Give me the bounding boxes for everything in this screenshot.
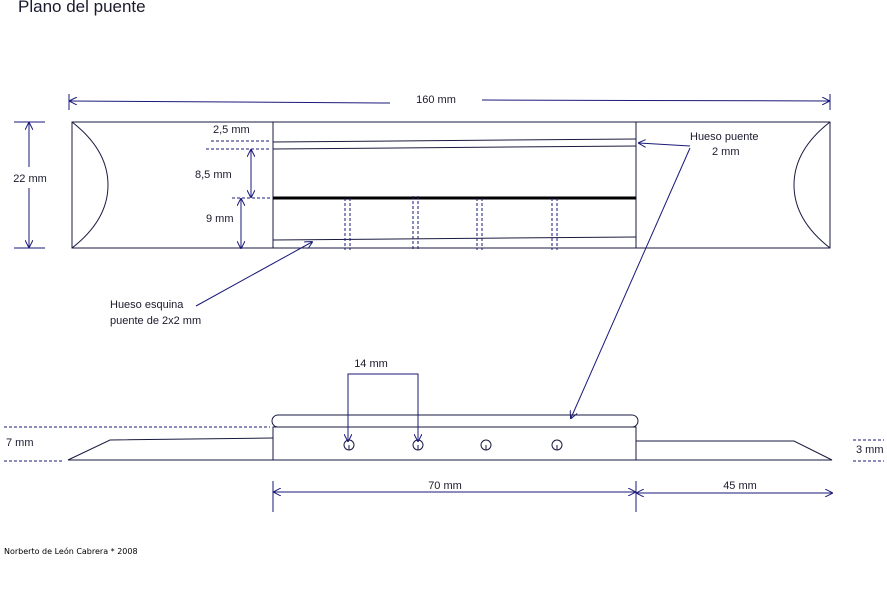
dim-7-label: 7 mm (6, 437, 34, 449)
corner-bone-leader (195, 242, 312, 307)
side-left-wing (67, 437, 274, 461)
dim-8-5-label: 8,5 mm (195, 169, 232, 181)
left-wing-curve (71, 121, 109, 249)
saddle-line-bottom (272, 145, 637, 150)
dim-160-line-left (70, 101, 391, 103)
bridge-outline (71, 121, 831, 249)
dim-160-line-right (481, 100, 829, 101)
dim-14-bracket (347, 373, 419, 440)
dim-45-label: 45 mm (723, 480, 757, 492)
page-title: Plano del puente (18, 0, 146, 16)
side-saddle (271, 414, 639, 428)
string-holes-top (344, 196, 558, 250)
corner-bone-line (272, 236, 637, 241)
corner-bone-label-2: puente de 2x2 mm (110, 315, 201, 327)
dim-160-label: 160 mm (416, 94, 456, 106)
dim-2-5-label: 2,5 mm (213, 124, 250, 136)
top-view: 160 mm 22 mm 2,5 mm 8,5 mm 9 mm Hueso pu… (13, 94, 831, 418)
side-right-wing (636, 440, 833, 461)
dim-14-label: 14 mm (354, 358, 388, 370)
bone-bridge-leader-top (639, 143, 691, 146)
bone-bridge-label-2: 2 mm (712, 146, 740, 158)
dim-3-label: 3 mm (856, 444, 884, 456)
right-wing-curve (793, 121, 831, 249)
author-credit: Norberto de León Cabrera * 2008 (4, 546, 138, 556)
dim-70-label: 70 mm (428, 480, 462, 492)
dim-9-label: 9 mm (206, 213, 234, 225)
corner-bone-label-1: Hueso esquina (110, 299, 184, 311)
side-view: 14 mm 7 mm 3 mm 70 mm 45 mm (4, 358, 884, 512)
side-center-block (272, 426, 637, 461)
dim-22-label: 22 mm (13, 173, 47, 185)
bone-bridge-leader-side (571, 147, 691, 418)
bone-bridge-label-1: Hueso puente (690, 131, 759, 143)
saddle-line-top (272, 138, 637, 143)
string-holes-side (343, 439, 563, 451)
